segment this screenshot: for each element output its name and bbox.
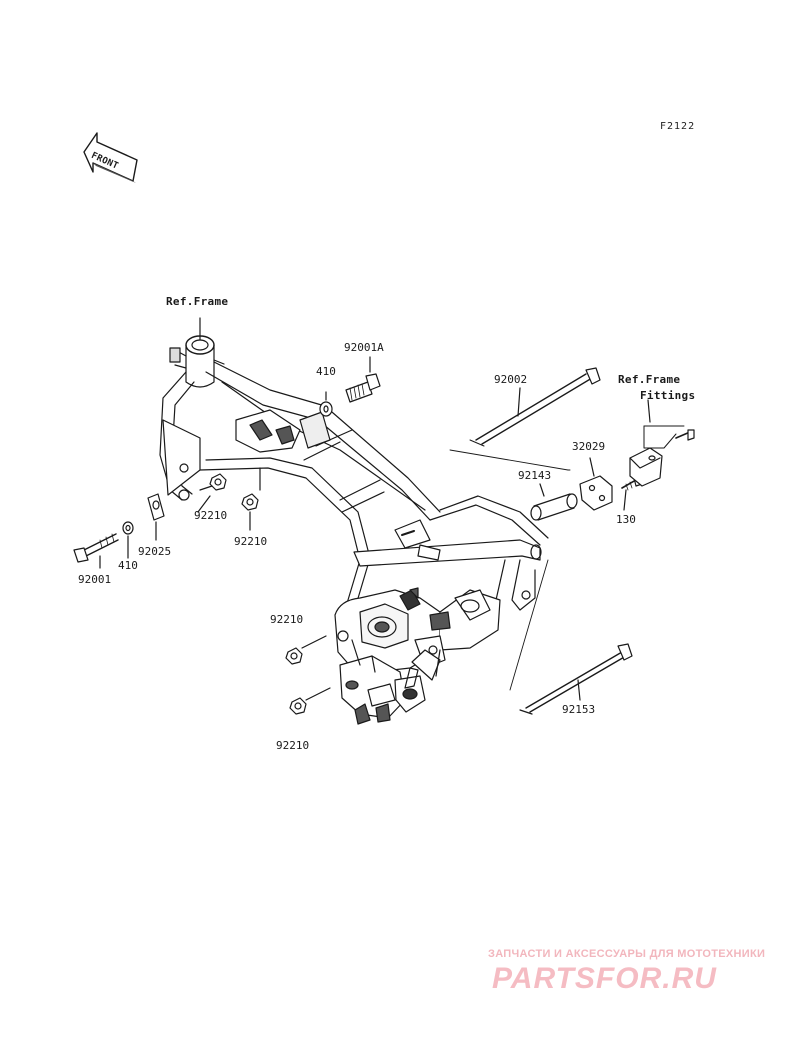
bolt-92001A [345,356,381,403]
part-92210-b: 92210 [234,535,268,548]
front-arrow-icon [83,132,138,183]
bracket-32029 [579,457,613,511]
part-92210-d: 92210 [276,739,310,752]
part-410-left: 410 [118,559,138,572]
part-92153: 92153 [562,703,596,716]
leader-line [449,449,569,471]
part-410-top: 410 [316,365,336,378]
plate-92025 [147,493,165,541]
nut-92210-d [289,687,331,715]
nut-92210-b [241,467,261,531]
part-92025: 92025 [138,545,172,558]
part-92210-a: 92210 [194,509,228,522]
motorcycle-frame [159,335,549,725]
part-92001: 92001 [78,573,112,586]
fitting-bracket [629,425,695,487]
watermark-tagline: ЗАПЧАСТИ И АКСЕССУАРЫ ДЛЯ МОТОТЕХНИКИ [488,948,766,960]
part-92001A: 92001A [344,341,384,354]
bolt-92153 [509,559,633,715]
watermark-logo: PARTSFOR.RU [492,962,717,995]
part-92210-c: 92210 [270,613,304,626]
nut-92210-c [285,635,327,665]
part-92002: 92002 [494,373,528,386]
washer-410-top [319,391,333,417]
leader-fittings [647,399,651,423]
bolt-92002 [469,367,601,447]
collar-92143 [530,483,578,521]
label-ref-frame-right: Ref.Frame [618,373,681,386]
bolt-92001 [73,533,119,569]
part-92143: 92143 [518,469,552,482]
diagram-code: F2122 [660,121,696,132]
part-130: 130 [616,513,636,526]
washer-410-left [122,521,134,559]
label-fittings: Fittings [640,389,696,402]
label-ref-frame-top: Ref.Frame [166,295,229,308]
nut-92210-a [199,473,227,491]
part-32029: 32029 [572,440,606,453]
